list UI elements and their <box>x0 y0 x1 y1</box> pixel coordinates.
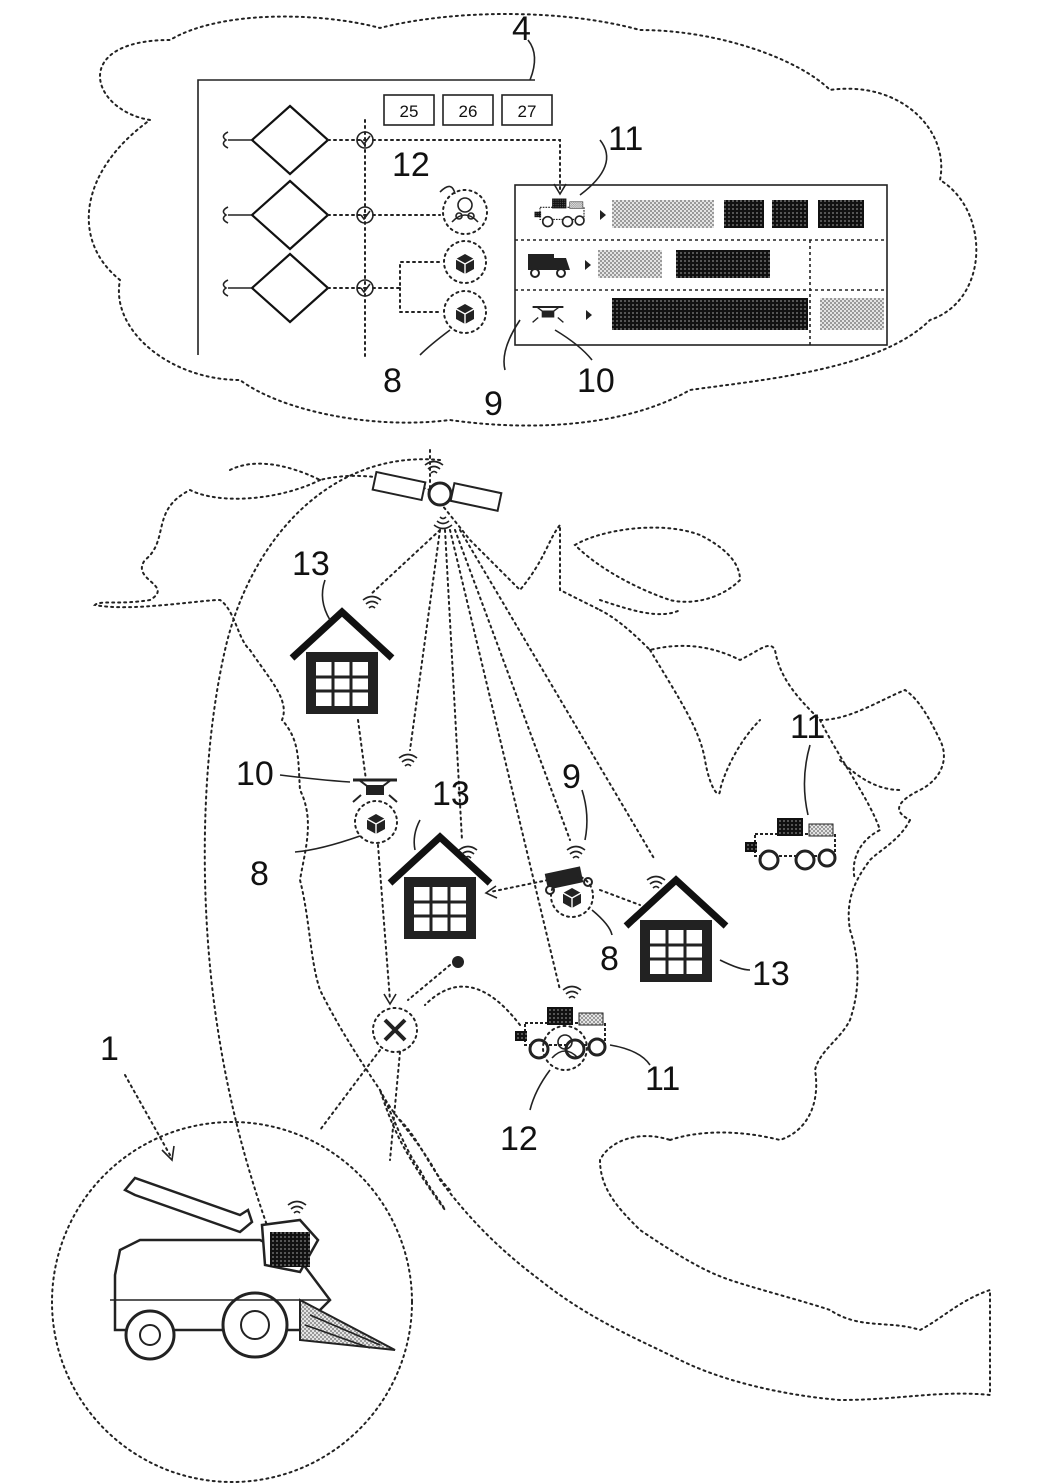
label-platform: 4 <box>512 10 531 48</box>
label-drone-top: 10 <box>577 362 615 400</box>
label-storage-nw: 13 <box>292 545 330 583</box>
destination-x-icon <box>373 1008 417 1052</box>
flow-diamond-3 <box>223 254 370 322</box>
signal-icon-warehouse-east <box>647 877 665 889</box>
schedule-bar-3b <box>820 298 884 330</box>
label-processor-south: 12 <box>500 1120 538 1158</box>
label-container-top: 8 <box>383 362 402 400</box>
cloud-platform: 4 25 26 27 12 8 <box>89 10 977 426</box>
signal-icon-drone <box>399 755 417 767</box>
flow-diamond-1 <box>223 106 370 174</box>
schedule-bar-1a <box>612 200 714 228</box>
schedule-bar-2a <box>598 250 662 278</box>
vehicle-icon-south <box>515 1007 605 1058</box>
map-outline-arctic-islands <box>575 528 740 615</box>
container-icon-top-b <box>444 291 486 333</box>
label-vehicle-east: 11 <box>790 708 825 746</box>
signal-icon-warehouse-nw <box>363 597 381 609</box>
box-25-label: 25 <box>400 102 419 121</box>
platform-frame <box>198 80 535 355</box>
flow-diamond-2 <box>223 181 370 249</box>
signal-icon-vehicle-south <box>563 987 581 999</box>
box-27-label: 27 <box>518 102 537 121</box>
forage-harvester <box>110 1178 395 1359</box>
label-harvester: 1 <box>100 1030 119 1068</box>
label-vehicle-top: 11 <box>608 120 643 158</box>
label-drone-map: 10 <box>236 755 274 793</box>
signal-icon-satellite-up <box>425 462 443 474</box>
schedule-bar-1d <box>818 200 864 228</box>
label-truck-map: 9 <box>562 758 581 796</box>
signal-icon-truck <box>567 847 585 859</box>
schedule-bar-2b <box>676 250 770 278</box>
schedule-bar-3a <box>612 298 808 330</box>
schedule-bar-1c <box>772 200 808 228</box>
harvester-detail: 1 <box>52 1030 412 1482</box>
container-icon-top-a <box>444 241 486 283</box>
label-storage-east: 13 <box>752 955 790 993</box>
label-container-mid: 8 <box>600 940 619 978</box>
map-outline-hudson <box>600 610 944 820</box>
schedule-bar-1b <box>724 200 764 228</box>
processor-icon-top <box>443 190 487 234</box>
label-vehicle-south: 11 <box>645 1060 680 1098</box>
drone-icon-map <box>353 780 397 802</box>
label-container-map: 8 <box>250 855 269 893</box>
map-outline-west-coast <box>250 650 990 1400</box>
warehouse-icon-center <box>390 837 490 939</box>
label-processor-top: 12 <box>392 146 430 184</box>
signal-icon-harvester <box>288 1202 306 1214</box>
satellite-icon <box>373 462 502 529</box>
warehouse-icon-nw <box>292 612 392 714</box>
warehouse-icon-east <box>626 880 726 982</box>
map-outline-alaska <box>95 464 600 650</box>
label-truck-top: 9 <box>484 385 503 423</box>
box-26-label: 26 <box>459 102 478 121</box>
container-icon-map-west <box>355 801 397 843</box>
label-storage-center: 13 <box>432 775 470 813</box>
signal-icon-satellite-down <box>434 517 452 529</box>
drone-icon-top <box>533 307 564 322</box>
vehicle-icon-east <box>745 818 835 869</box>
truck-icon-top <box>528 254 570 277</box>
vehicle-icon-top <box>535 199 585 227</box>
